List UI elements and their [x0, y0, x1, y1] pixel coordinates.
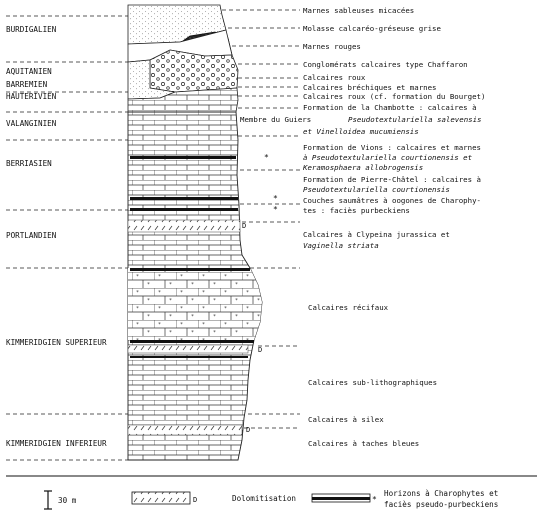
- description-leaders: [222, 9, 300, 429]
- desc-vinelloidea: et Vinelloidea mucumiensis: [303, 127, 419, 136]
- charophyte-horizon: [130, 208, 238, 211]
- stage-label-aquitanien: AQUITANIEN: [6, 67, 52, 76]
- charophyte-horizon: [130, 197, 238, 200]
- charophyte-horizon: [130, 156, 236, 159]
- desc-clypeina-1: Calcaires à Clypeina jurassica et: [303, 230, 450, 239]
- scale-bar-icon: [44, 490, 52, 510]
- charophyte-star: *: [264, 153, 269, 162]
- charophyte-horizon: [130, 340, 254, 343]
- desc-couches-saumatres-1: Couches saumâtres à oogones de Charophy-: [303, 196, 481, 205]
- charophytes-swatch-icon: *: [311, 493, 377, 504]
- dolomite-marker: D: [246, 426, 250, 434]
- desc-clypeina-2: Vaginella striata: [303, 241, 379, 250]
- svg-text:D: D: [193, 496, 197, 504]
- dolomite-zone-kimmeridgien: [127, 344, 249, 354]
- desc-calcaires-recifaux: Calcaires récifaux: [308, 303, 389, 312]
- dolomite-marker: D: [258, 346, 262, 354]
- legend-charophytes-line2: faciès pseudo-purbeckiens: [384, 500, 498, 509]
- dolomitisation-swatch-icon: D: [131, 491, 197, 505]
- desc-taches-bleues: Calcaires à taches bleues: [308, 439, 419, 448]
- dolomite-zone-portlandien: [127, 219, 241, 233]
- stage-label-berriasien: BERRIASIEN: [6, 159, 52, 168]
- desc-vions-3: Keramosphaera allobrogensis: [302, 163, 423, 172]
- desc-marnes-sableuses: Marnes sableuses micacées: [303, 6, 414, 15]
- desc-conglomerats: Conglomérats calcaires type Chaffaron: [303, 60, 468, 69]
- stage-label-burdigalien: BURDIGALIEN: [6, 25, 57, 34]
- charophyte-star: *: [273, 194, 278, 203]
- stage-label-valanginien: VALANGINIEN: [6, 119, 57, 128]
- stage-label-portlandien: PORTLANDIEN: [6, 231, 57, 240]
- desc-molasse: Molasse calcaréo-gréseuse grise: [303, 24, 441, 33]
- svg-text:*: *: [372, 495, 377, 504]
- desc-calcaires-roux-bourget: Calcaires roux (cf. formation du Bourget…: [303, 92, 485, 101]
- layer-calcaires-recifaux: [128, 268, 262, 340]
- stage-label-hauterivien: HAUTERIVIEN: [6, 92, 57, 101]
- dolomite-zone-silex: [127, 424, 243, 436]
- legend-scale-label: 30 m: [58, 496, 77, 505]
- desc-vions-1: Formation de Vions : calcaires et marnes: [303, 143, 481, 152]
- desc-chambotte: Formation de la Chambotte : calcaires à: [303, 103, 477, 112]
- stage-leaders: [6, 15, 128, 461]
- desc-sub-lithographiques: Calcaires sub-lithographiques: [308, 378, 437, 387]
- desc-calcaires-silex: Calcaires à silex: [308, 415, 384, 424]
- layer-conglomerats: [149, 49, 239, 93]
- stage-label-barremien: BARREMIEN: [6, 80, 48, 89]
- desc-pierre-chatel-1: Formation de Pierre-Châtel : calcaires à: [303, 175, 481, 184]
- desc-pierre-chatel-2: Pseudotextulariella courtionensis: [303, 185, 450, 194]
- desc-marnes-rouges: Marnes rouges: [303, 42, 361, 51]
- desc-couches-saumatres-2: tes : faciès purbeckiens: [303, 206, 410, 215]
- stage-label-kimmeridgien-superieur: KIMMERIDGIEN SUPERIEUR: [6, 338, 107, 347]
- charophyte-star: *: [273, 205, 278, 214]
- charophyte-horizon: [130, 356, 248, 358]
- charophyte-horizon: [130, 268, 250, 271]
- legend-dolomitisation-label: Dolomitisation: [232, 494, 296, 503]
- desc-pseudotextulariella-salevensis: Pseudotextulariella salevensis: [348, 115, 482, 124]
- lithological-column: * * * D D D: [127, 4, 278, 461]
- desc-membre-guiers: Membre du Guiers: [240, 115, 311, 124]
- lithology-descriptions: Marnes sableuses micacées Molasse calcar…: [240, 6, 485, 448]
- desc-vions-2: à Pseudotextulariella courtionensis et: [303, 153, 473, 162]
- desc-calcaires-roux: Calcaires roux: [303, 73, 366, 82]
- desc-calcaires-brechiques: Calcaires bréchiques et marnes: [303, 83, 437, 92]
- stage-labels: BURDIGALIEN AQUITANIEN BARREMIEN HAUTERI…: [6, 25, 107, 448]
- legend-charophytes-line1: Horizons à Charophytes et: [384, 489, 498, 498]
- dolomite-marker: D: [242, 222, 246, 230]
- legend: 30 m D Dolomitisation * Horizons à Charo…: [44, 489, 498, 510]
- stage-label-kimmeridgien-inferieur: KIMMERIDGIEN INFERIEUR: [6, 439, 107, 448]
